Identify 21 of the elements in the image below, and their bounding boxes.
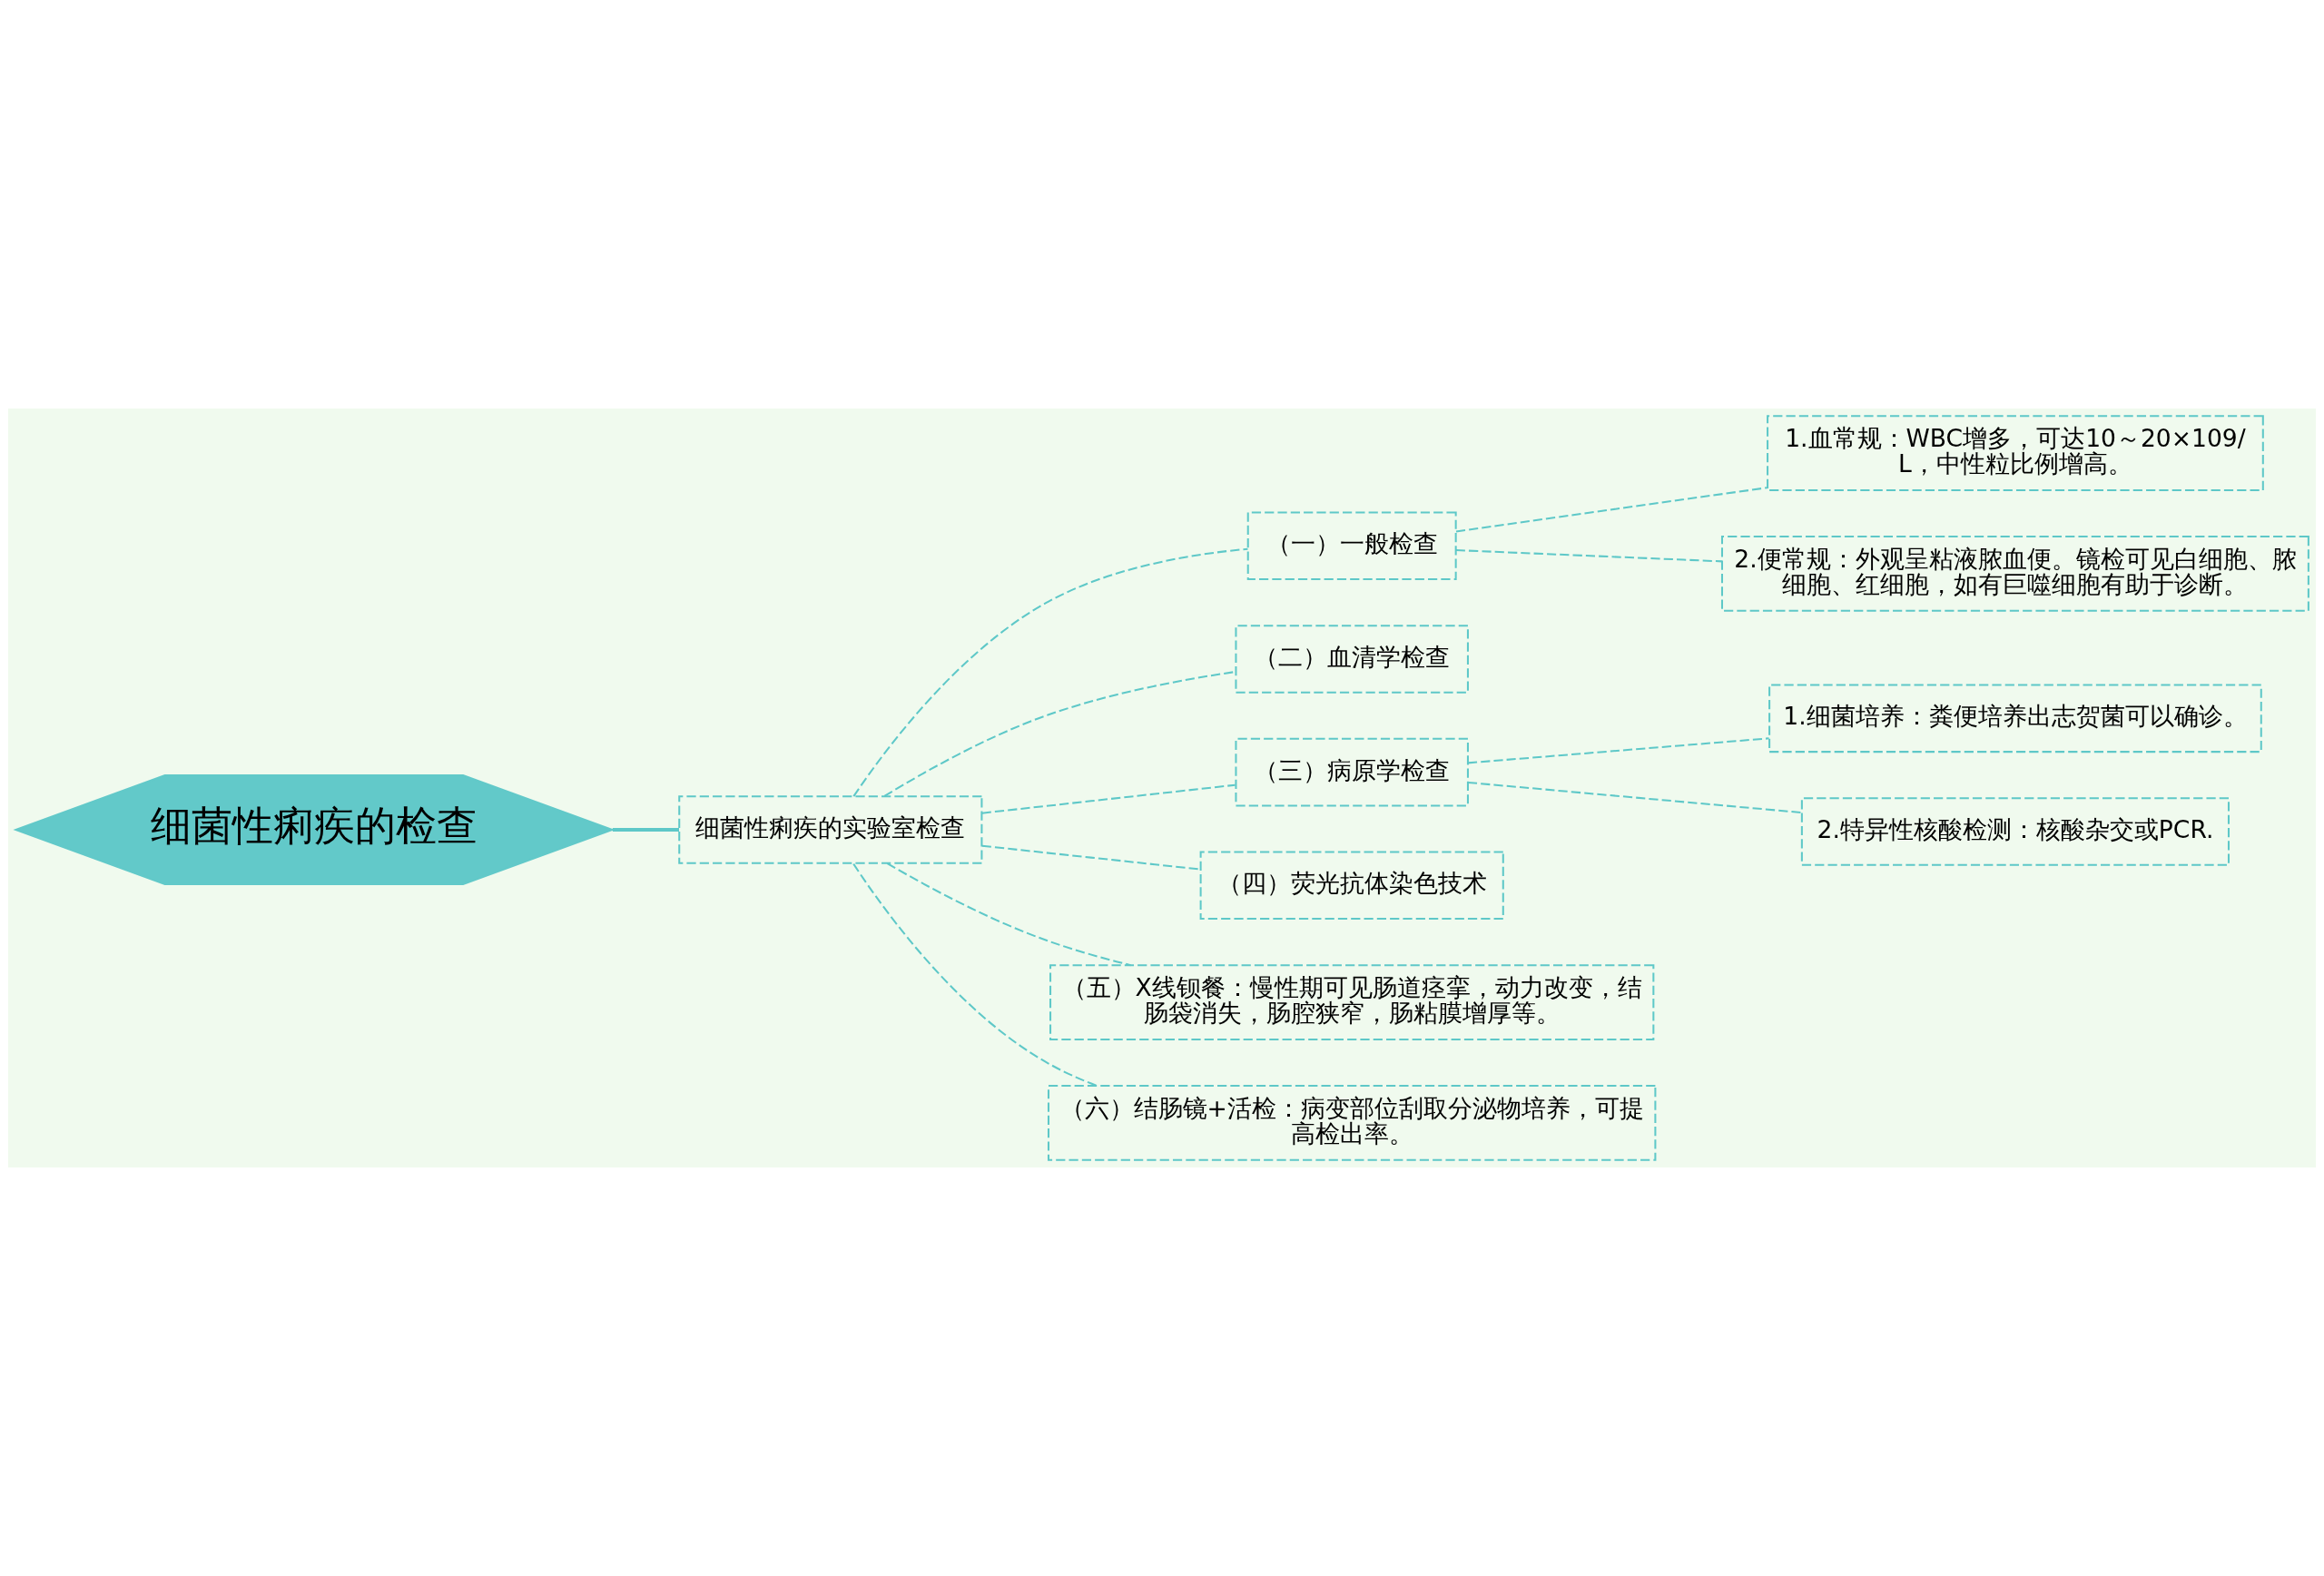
connector — [981, 783, 1236, 814]
node-box: （二）血清学检查 — [1235, 625, 1469, 694]
node-box: 2.便常规：外观呈粘液脓血便。镜检可见白细胞、脓细胞、红细胞，如有巨噬细胞有助于诊断。 — [1720, 536, 2309, 612]
node-box: （六）结肠镜+活检：病变部位刮取分泌物培养，可提高检出率。 — [1048, 1085, 1657, 1161]
node-box: 2.特异性核酸检测：核酸杂交或PCR. — [1800, 797, 2230, 866]
connector — [852, 863, 1098, 1087]
node-box: 1.细菌培养：粪便培养出志贺菌可以确诊。 — [1768, 684, 2262, 754]
node-box: （一）一般检查 — [1246, 511, 1457, 581]
connector — [1455, 549, 1722, 563]
node-box: 细菌性痢疾的实验室检查 — [678, 795, 983, 864]
connector — [1455, 487, 1768, 533]
connector — [1467, 737, 1769, 764]
node-box: （五）X线钡餐：慢性期可见肠道痉挛，动力改变，结肠袋消失，肠腔狭窄，肠粘膜增厚等。 — [1049, 964, 1655, 1040]
connector — [981, 844, 1201, 871]
node-box: 1.血常规：WBC增多，可达10～20×109/L，中性粒比例增高。 — [1767, 415, 2264, 491]
connector — [612, 827, 679, 832]
connector — [852, 547, 1248, 797]
connector — [1467, 781, 1802, 814]
node-box: （三）病原学检查 — [1235, 737, 1469, 807]
connector — [886, 862, 1131, 967]
node-box: （四）荧光抗体染色技术 — [1199, 851, 1504, 921]
